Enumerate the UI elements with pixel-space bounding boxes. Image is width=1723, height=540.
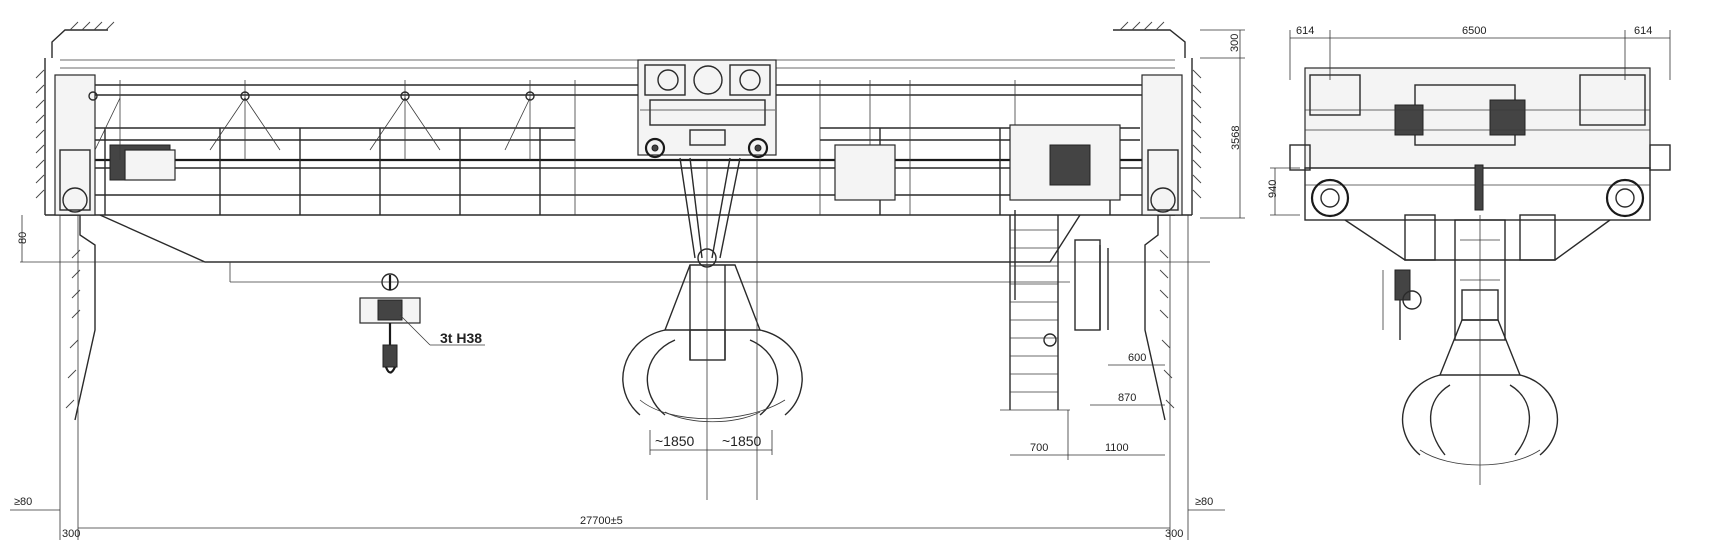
dim-ladder-gap: 1100	[1105, 442, 1129, 454]
dim-side-height: 940	[1267, 180, 1279, 198]
dim-cab-600: 600	[1128, 352, 1146, 364]
left-end-carriage	[54, 74, 176, 216]
hoist-label: 3t H38	[440, 330, 482, 346]
main-dimensions: 27700±5 300 300 ≥80 ≥80 ~1850 ~1850 700 …	[10, 29, 1245, 540]
bridge-girder	[20, 59, 1210, 283]
dim-height-80: 80	[17, 232, 29, 244]
dim-side-left: 614	[1296, 25, 1314, 37]
dim-rail-left: 300	[62, 528, 80, 540]
dim-rail-right: 300	[1165, 528, 1183, 540]
dim-grab-right: ~1850	[722, 433, 762, 449]
operator-cab	[834, 124, 1121, 347]
truss-bracing	[88, 91, 535, 151]
ladder	[1000, 215, 1070, 411]
grab-bucket	[622, 157, 803, 500]
dim-bottom-left: ≥80	[14, 496, 32, 508]
dim-cab-870: 870	[1118, 392, 1136, 404]
dim-ladder-width: 700	[1030, 442, 1048, 454]
dim-side-mid: 6500	[1462, 25, 1486, 37]
dim-bottom-right: ≥80	[1195, 496, 1213, 508]
trolley	[637, 59, 777, 159]
side-dimensions: 614 6500 614 940	[1267, 25, 1671, 216]
dim-side-right: 614	[1634, 25, 1652, 37]
dim-height-top: 300	[1229, 34, 1241, 52]
electric-hoist: 3t H38	[359, 273, 485, 374]
dim-grab-left: ~1850	[655, 433, 695, 449]
side-view	[1289, 67, 1671, 485]
dim-height-total: 3568	[1230, 126, 1242, 150]
dim-span: 27700±5	[580, 515, 623, 527]
